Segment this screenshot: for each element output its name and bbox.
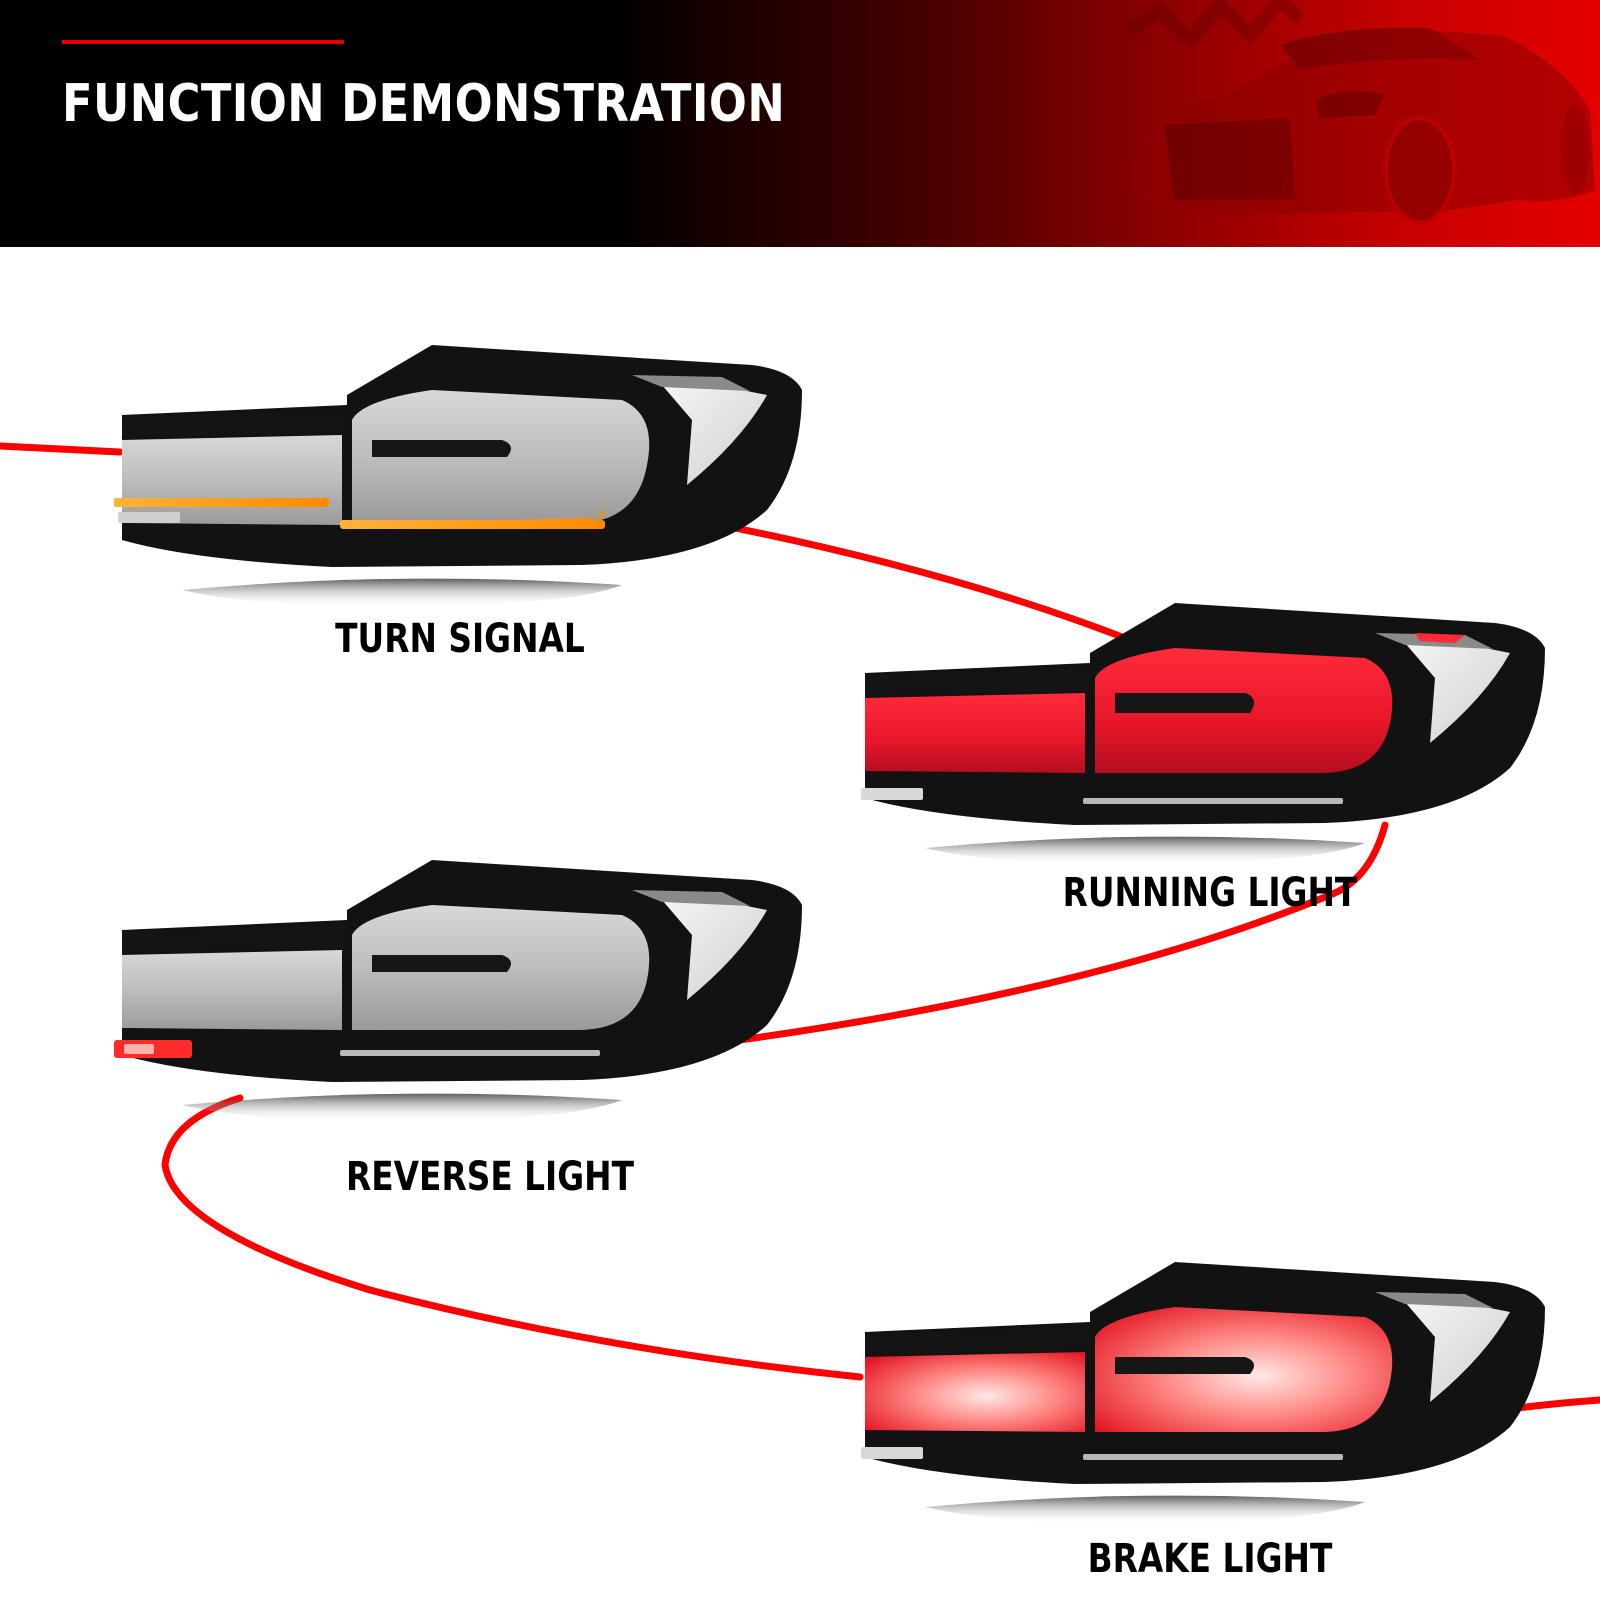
- tail-light-running-light: [861, 603, 1545, 865]
- page-title: FUNCTION DEMONSTRATION: [62, 74, 786, 134]
- label-brake-light: BRAKE LIGHT: [1087, 1536, 1333, 1582]
- turn-signal-strip-left: [114, 498, 329, 507]
- header-banner: FUNCTION DEMONSTRATION: [0, 0, 1600, 247]
- tail-light-brake-light: [861, 1262, 1545, 1524]
- header-accent-line: [62, 40, 344, 44]
- label-reverse-light: REVERSE LIGHT: [345, 1154, 634, 1200]
- label-turn-signal: TURN SIGNAL: [335, 616, 585, 662]
- sports-car-image: [1126, 0, 1595, 224]
- label-running-light: RUNNING LIGHT: [1062, 870, 1358, 916]
- tail-light-turn-signal: [114, 345, 802, 607]
- tail-light-reverse-light: [114, 860, 802, 1122]
- connector-line: [0, 442, 1600, 1419]
